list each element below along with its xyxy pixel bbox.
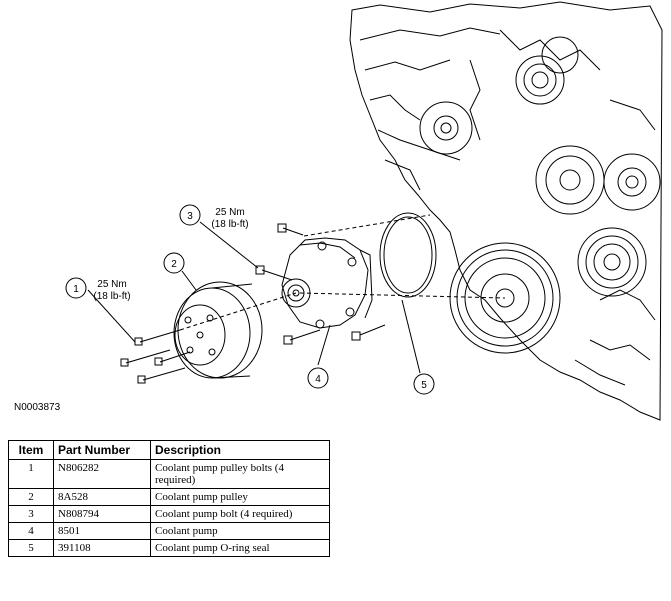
callout-number-3: 3 xyxy=(187,211,193,222)
leader-line-1 xyxy=(87,289,136,343)
leader-line-5 xyxy=(401,299,421,374)
alignment-lines xyxy=(179,214,506,331)
table-row: 2 8A528 Coolant pump pulley xyxy=(8,488,330,506)
coolant-pump-bolts-drawing xyxy=(255,223,386,345)
row-description: Coolant pump pulley xyxy=(150,488,330,506)
callout-circle-5 xyxy=(413,373,435,395)
table-row: 5 391108 Coolant pump O-ring seal xyxy=(8,539,330,557)
callout-number-1: 1 xyxy=(73,284,79,295)
row-part-number: N808794 xyxy=(53,505,151,523)
torque-spec-1-nm: 25 Nm xyxy=(97,279,126,290)
callout-number-5: 5 xyxy=(421,380,427,391)
callout-number-4: 4 xyxy=(315,374,321,385)
table-row: 1 N806282 Coolant pump pulley bolts (4 r… xyxy=(8,459,330,489)
figure-id: N0003873 xyxy=(14,402,61,413)
row-part-number: 8A528 xyxy=(53,488,151,506)
row-part-number: N806282 xyxy=(53,459,151,489)
callout-circle-3 xyxy=(179,204,201,226)
table-row: 4 8501 Coolant pump xyxy=(8,522,330,540)
header-description: Description xyxy=(150,440,330,460)
row-description: Coolant pump bolt (4 required) xyxy=(150,505,330,523)
torque-spec-1-lbft: (18 lb-ft) xyxy=(93,291,130,302)
coolant-pump-pulley-drawing xyxy=(173,281,263,379)
row-description: Coolant pump pulley bolts (4 required) xyxy=(150,459,330,489)
callout-number-2: 2 xyxy=(171,259,177,270)
header-item: Item xyxy=(8,440,54,460)
row-part-number: 8501 xyxy=(53,522,151,540)
table-header-row: Item Part Number Description xyxy=(8,440,330,460)
o-ring-seal-drawing xyxy=(379,212,437,298)
leader-line-2 xyxy=(181,270,197,291)
callout-circle-1 xyxy=(65,277,87,299)
pulley-bolts-drawing xyxy=(120,329,191,384)
row-part-number: 391108 xyxy=(53,539,151,557)
table-row: 3 N808794 Coolant pump bolt (4 required) xyxy=(8,505,330,523)
row-item: 2 xyxy=(8,488,54,506)
torque-spec-3-lbft: (18 lb-ft) xyxy=(211,219,248,230)
row-description: Coolant pump xyxy=(150,522,330,540)
row-item: 3 xyxy=(8,505,54,523)
callout-circle-4 xyxy=(307,367,329,389)
row-item: 4 xyxy=(8,522,54,540)
row-item: 5 xyxy=(8,539,54,557)
exploded-view-diagram: 1 2 3 4 5 25 Nm (18 lb-ft) 25 Nm (18 lb-… xyxy=(65,1,663,421)
coolant-pump-drawing xyxy=(281,237,373,329)
callout-circle-2 xyxy=(163,252,185,274)
row-item: 1 xyxy=(8,459,54,489)
leader-line-3 xyxy=(199,221,259,269)
leader-line-4 xyxy=(317,324,331,366)
row-description: Coolant pump O-ring seal xyxy=(150,539,330,557)
engine-block-drawing xyxy=(349,1,663,421)
header-part-number: Part Number xyxy=(53,440,151,460)
torque-spec-3-nm: 25 Nm xyxy=(215,207,244,218)
parts-table: Item Part Number Description 1 N806282 C… xyxy=(8,440,330,557)
